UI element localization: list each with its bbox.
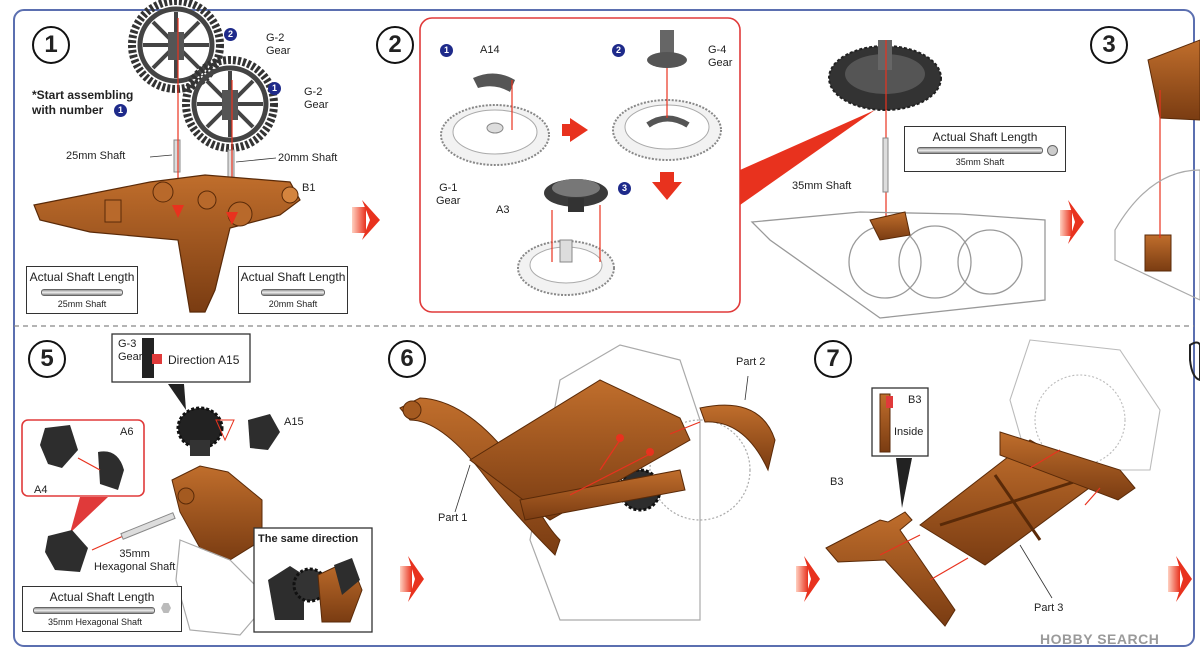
step1-label-b1: B1 [302,182,316,194]
step-number-7: 7 [814,340,852,378]
shaft-end-icon [1047,145,1058,156]
step-number-6: 6 [388,340,426,378]
step1-label-gear-top: G-2 Gear [266,32,291,57]
step2-arrow-down [652,182,682,200]
arrow-to-step3 [1068,200,1084,244]
step-number-3: 3 [1090,26,1128,64]
step5-part-a15 [248,414,280,450]
step7-ghost [1009,339,1161,471]
step2-sub-badge-3: 3 [618,182,631,195]
step1-sub-badge-1: 1 [268,82,281,95]
step5-brown-part [171,465,263,561]
step5-ghost-base [175,539,271,636]
arrow-to-step6 [408,556,424,602]
step5-label-a15: A15 [284,416,304,428]
step-number-1: 1 [32,26,70,64]
step6-part-2 [699,404,776,472]
step7-part-3 [919,431,1136,566]
step7-part-b3 [825,511,956,627]
step3-gear [828,40,942,111]
step1-sub-badge-2: 2 [224,28,237,41]
step5-part-bottom [45,530,88,572]
arrow-to-next [1176,556,1192,602]
shaft-box-title: Actual Shaft Length [932,130,1038,144]
step2-sub-badge-1: 1 [440,44,453,57]
step1-shaft-20 [227,149,235,179]
shaft-box-size: 25mm Shaft [57,299,107,309]
step7-label-b3-box: B3 [908,394,922,406]
step2-label-a14: A14 [480,44,500,56]
step1-shaft-box-25: Actual Shaft Length 25mm Shaft [26,266,138,314]
shaft-box-title: Actual Shaft Length [29,270,135,284]
step2-arrow-right [570,118,588,142]
step1-gear-mid [182,56,278,152]
step2-label-a3: A3 [496,204,510,216]
step6-part-1 [399,379,691,556]
arrow-to-step7 [804,556,820,602]
shaft-box-size: 20mm Shaft [268,299,318,309]
step1-start-note: *Start assembling with number [32,88,134,117]
step1-shaft-box-20: Actual Shaft Length 20mm Shaft [238,266,348,314]
step2-frame [419,17,741,313]
step1-label-shaft-25: 25mm Shaft [66,150,126,162]
step7-label-inside: Inside [894,426,924,438]
page-frame [13,9,1195,647]
shaft-box-size: 35mm Shaft [955,157,1005,167]
shaft-bar [261,289,325,296]
step2-gear-assembled [612,99,722,161]
step7-label-part-3: Part 3 [1034,602,1064,614]
step5-label-hex-shaft: 35mm Hexagonal Shaft [94,548,176,573]
shaft-box-title: Actual Shaft Length [49,590,155,604]
watermark: HOBBY SEARCH [1040,631,1160,647]
step2-label-g4: G-4 Gear [708,44,733,69]
step1-gear-top [128,0,224,93]
step5-part-a6 [98,451,124,490]
step2-part-a14 [473,73,515,92]
step6-label-part-1: Part 1 [438,512,468,524]
step2-gear-g1 [440,104,550,166]
step5-direction-box [111,333,251,383]
step5-shaft-box: Actual Shaft Length 35mm Hexagonal Shaft [22,586,182,632]
step1-label-shaft-20: 20mm Shaft [278,152,338,164]
step3-shaft-box: Actual Shaft Length 35mm Shaft [904,126,1066,172]
step3-shaft-35 [882,137,889,193]
step2-to-3-wedge [740,110,875,205]
step5-gear-g3 [176,406,224,456]
step-number-5: 5 [28,340,66,378]
step1-label-gear-mid: G-2 Gear [304,86,329,111]
step5-same-direction-illustration [268,558,363,623]
step3-label-shaft-35: 35mm Shaft [792,180,852,192]
shaft-box-title: Actual Shaft Length [240,270,346,284]
shaft-bar [917,147,1043,154]
step5-label-a4: A4 [34,484,48,496]
step5-part-a4 [40,425,78,468]
shaft-box-size: 35mm Hexagonal Shaft [47,617,143,627]
step5-label-a6: A6 [120,426,134,438]
step5-label-same-direction: The same direction [258,533,359,545]
step-number-2: 2 [376,26,414,64]
hex-end-icon [161,603,171,613]
step6-label-part-2: Part 2 [736,356,766,368]
step6-ghost-frame [529,344,751,621]
step5-label-g3: G-3 Gear [118,338,143,363]
step5-label-direction: Direction A15 [168,353,240,367]
shaft-bar [33,607,155,614]
step2-sub-badge-2: 2 [612,44,625,57]
step2-part-g4 [647,30,687,68]
shaft-bar [41,289,123,296]
step2-gear-bottom [517,239,615,296]
step7-label-b3: B3 [830,476,844,488]
step3-right-partial [1114,39,1200,301]
step1-note-badge: 1 [114,104,127,117]
step2-label-g1: G-1 Gear [436,182,461,207]
step2-part-a3 [544,179,608,212]
step1-base-b1 [33,174,301,313]
arrow-1-2 [362,200,380,240]
step1-shaft-25 [173,139,181,173]
step5-hex-shaft [120,512,176,540]
